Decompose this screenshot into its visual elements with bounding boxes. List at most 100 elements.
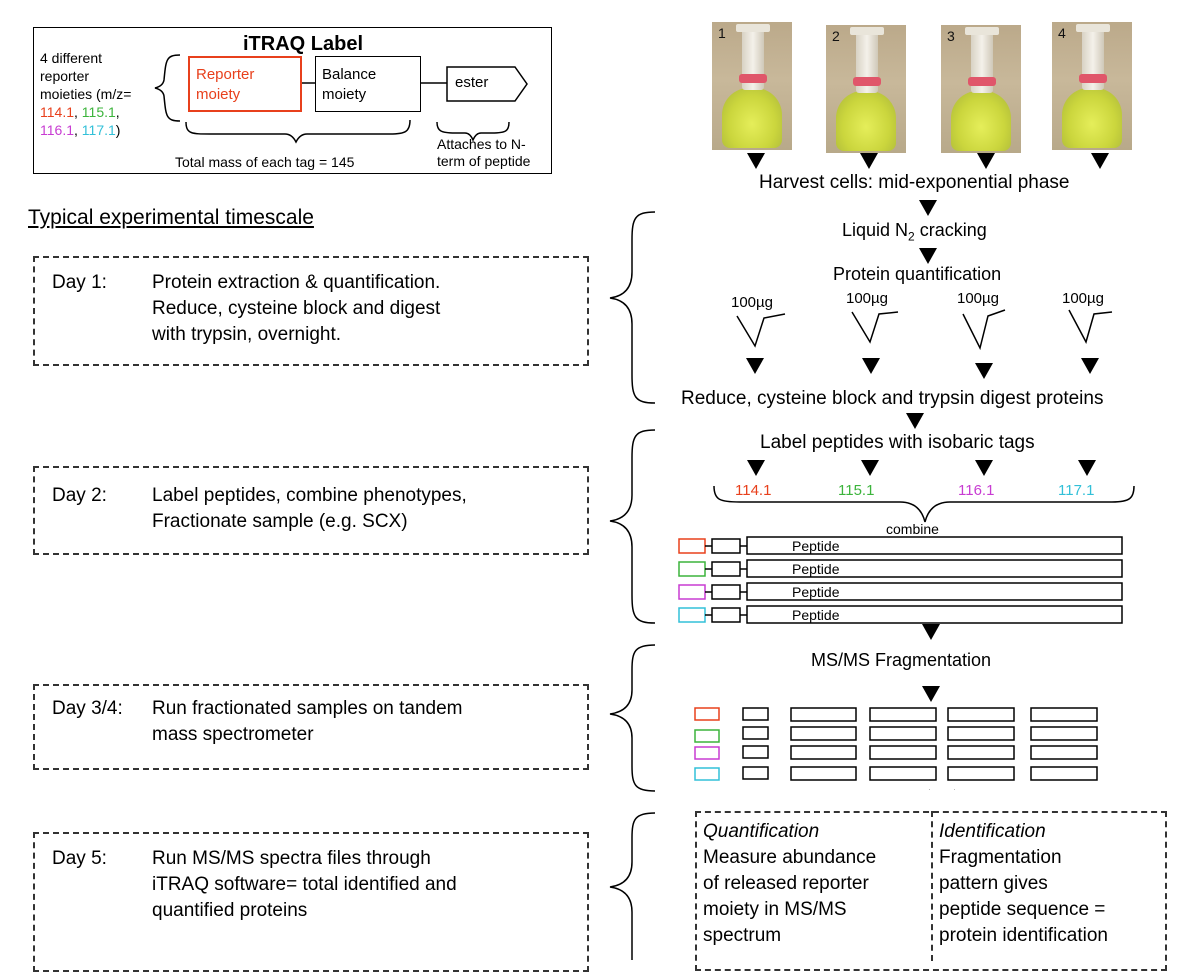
- cracking-prefix: Liquid N: [842, 220, 909, 240]
- day-1-text-2: Reduce, cysteine block and digest: [152, 298, 441, 319]
- tag-115: 115.1: [838, 482, 875, 499]
- identification-line-4: protein identification: [939, 925, 1108, 946]
- combine-label: combine: [886, 521, 939, 537]
- reporter-moiety-label-2: moiety: [196, 86, 241, 103]
- arrow-sample-3: [975, 363, 993, 379]
- cracking-suffix: cracking: [914, 220, 987, 240]
- arrow-sample-2: [862, 358, 880, 374]
- arrow-sample-1: [746, 358, 764, 374]
- identification-line-1: Fragmentation: [939, 847, 1062, 868]
- amount-3: 100µg: [957, 290, 1000, 307]
- flask-photo-4: 4: [1052, 22, 1132, 150]
- day-2-box: [33, 466, 589, 555]
- day-1-text-3: with trypsin, overnight.: [152, 324, 342, 345]
- peptide-label-1: Peptide: [792, 538, 840, 554]
- ester-label: ester: [455, 74, 489, 91]
- day-34-label: Day 3/4:: [52, 698, 123, 719]
- day-5-text-1: Run MS/MS spectra files through: [152, 848, 431, 869]
- reporters-intro-2: reporter: [40, 68, 90, 84]
- day-2-label: Day 2:: [52, 485, 107, 506]
- day-1-box: [33, 256, 589, 366]
- harvest-step: Harvest cells: mid-exponential phase: [759, 172, 1070, 193]
- day-2-text-2: Fractionate sample (e.g. SCX): [152, 511, 408, 532]
- arrow-cracking: [919, 248, 937, 264]
- timescale-braces: [609, 211, 656, 960]
- balance-moiety-label-1: Balance: [322, 66, 377, 83]
- balance-moiety-box: [315, 56, 421, 112]
- labeled-peptides: [678, 536, 1123, 624]
- peptide-label-3: Peptide: [792, 584, 840, 600]
- day-2-text-1: Label peptides, combine phenotypes,: [152, 485, 467, 506]
- msms-step: MS/MS Fragmentation: [811, 650, 992, 670]
- quantification-title: Quantification: [703, 821, 820, 842]
- tag-116: 116.1: [958, 482, 995, 499]
- day-1-label: Day 1:: [52, 272, 107, 293]
- quantification-line-2: of released reporter: [703, 873, 869, 894]
- flask-number-2: 2: [832, 28, 840, 44]
- peptide-label-2: Peptide: [792, 561, 840, 577]
- quantification-line-1: Measure abundance: [703, 847, 877, 868]
- amount-4: 100µg: [1062, 290, 1105, 307]
- arrow-tag-4: [1078, 460, 1096, 476]
- flask-number-4: 4: [1058, 25, 1066, 41]
- day-5-text-3: quantified proteins: [152, 900, 308, 921]
- timescale-heading: Typical experimental timescale: [28, 206, 314, 229]
- attaches-label-1: Attaches to N-: [437, 136, 526, 152]
- mass-values-line-2: 116.1, 117.1): [40, 122, 121, 138]
- quantification-line-3: moiety in MS/MS: [703, 899, 847, 920]
- combine-brace: [713, 485, 1135, 523]
- reporters-intro-1: 4 different: [40, 50, 103, 66]
- day-34-box: [33, 684, 589, 770]
- pipette-marks: [736, 309, 1113, 351]
- arrow-sample-4: [1081, 358, 1099, 374]
- peptide-label-4: Peptide: [792, 607, 840, 623]
- amount-2: 100µg: [846, 290, 889, 307]
- tag-114: 114.1: [735, 482, 772, 499]
- quant-step: Protein quantification: [833, 264, 1002, 284]
- day-34-text-2: mass spectrometer: [152, 724, 314, 745]
- arrow-tag-2: [861, 460, 879, 476]
- flask-number-1: 1: [718, 25, 726, 41]
- label-step: Label peptides with isobaric tags: [760, 432, 1035, 453]
- flask-photo-3: 3: [941, 25, 1021, 153]
- arrow-tag-3: [975, 460, 993, 476]
- flask-photo-2: 2: [826, 25, 906, 153]
- quantification-line-4: spectrum: [703, 925, 782, 946]
- mass-114: 114.1: [40, 104, 74, 120]
- mass-116: 116.1: [40, 122, 74, 138]
- reporter-moiety-label-1: Reporter: [196, 66, 255, 83]
- attaches-label-2: term of peptide: [437, 153, 531, 169]
- itraq-title: iTRAQ Label: [243, 33, 364, 55]
- arrow-flask-1: [747, 153, 765, 169]
- total-mass-label: Total mass of each tag = 145: [175, 154, 355, 170]
- balance-moiety-label-2: moiety: [322, 86, 367, 103]
- arrow-harvest: [919, 200, 937, 216]
- mass-115: 115.1: [81, 104, 116, 120]
- arrow-flask-3: [977, 153, 995, 169]
- digest-step: Reduce, cysteine block and trypsin diges…: [681, 388, 1104, 409]
- day-5-text-2: iTRAQ software= total identified and: [152, 874, 457, 895]
- fragment-ions: [694, 707, 1098, 790]
- itraq-brackets: [154, 54, 528, 144]
- identification-line-2: pattern gives: [939, 873, 1048, 894]
- tag-117: 117.1: [1058, 482, 1095, 499]
- arrow-flask-4: [1091, 153, 1109, 169]
- day-5-label: Day 5:: [52, 848, 107, 869]
- identification-title: Identification: [939, 821, 1046, 842]
- result-divider: [931, 811, 933, 961]
- cracking-subscript: 2: [908, 229, 915, 244]
- arrow-digest: [906, 413, 924, 429]
- flask-number-3: 3: [947, 28, 955, 44]
- arrow-flask-2: [860, 153, 878, 169]
- day-1-text-1: Protein extraction & quantification.: [152, 272, 441, 293]
- identification-line-3: peptide sequence =: [939, 899, 1106, 920]
- arrow-peptides: [922, 624, 940, 640]
- day-34-text-1: Run fractionated samples on tandem: [152, 698, 463, 719]
- mass-values-line-1: 114.1, 115.1,: [40, 104, 120, 120]
- flask-photo-1: 1: [712, 22, 792, 150]
- reporter-moiety-box: [188, 56, 302, 112]
- itraq-label-panel: [33, 27, 552, 174]
- reporters-intro-3: moieties (m/z=: [40, 86, 132, 102]
- mass-117: 117.1: [81, 122, 116, 138]
- cracking-step: Liquid N2 cracking: [842, 220, 987, 244]
